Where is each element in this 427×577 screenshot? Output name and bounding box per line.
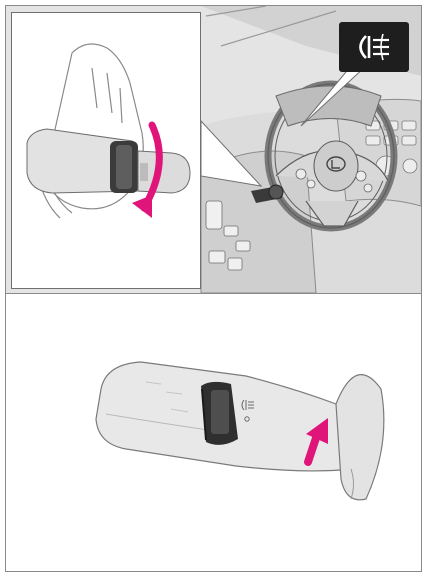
dashboard-illustration [6, 6, 421, 293]
lever-detail-drawing [6, 294, 421, 571]
front-fog-light-symbol-icon [339, 22, 409, 72]
lever-closeup-inset [11, 12, 201, 289]
hand-on-lever-drawing [12, 13, 200, 288]
front-fog-light-callout [339, 22, 409, 72]
illustration-frame [5, 5, 422, 572]
lever-detail-illustration [6, 294, 421, 571]
